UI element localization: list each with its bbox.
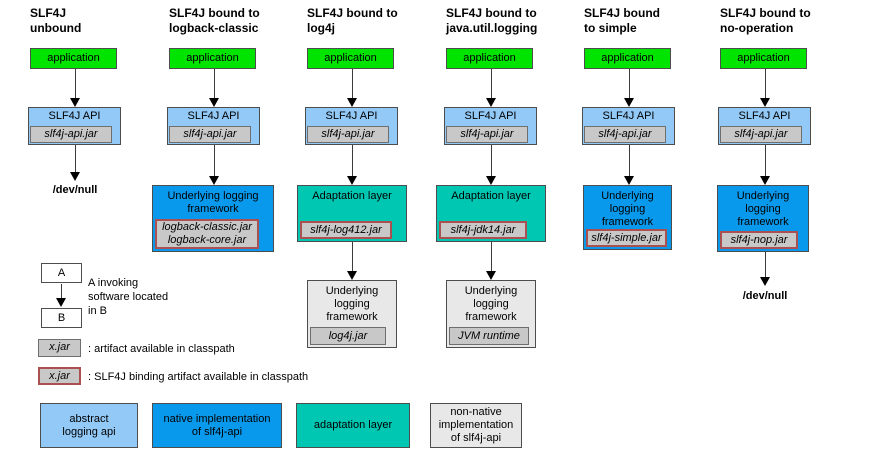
legend-box-b: B [41,308,82,328]
application-box: application [169,48,256,69]
slf4j-api-box: SLF4J API slf4j-api.jar [28,107,121,145]
slf4j-api-box: SLF4J API slf4j-api.jar [444,107,537,145]
arrow-down-icon [759,145,771,185]
key-adaptation-layer: adaptation layer [296,403,410,448]
underlying-framework-box: Underlying logging framework logback-cla… [152,185,274,252]
column-no-operation: SLF4J bound to no-operation application … [703,0,827,454]
slf4j-api-box: SLF4J API slf4j-api.jar [582,107,675,145]
arrow-down-icon [69,145,81,181]
adaptation-layer-box: Adaptation layer slf4j-log412.jar [297,185,407,242]
underlying-framework-box: Underlying logging framework slf4j-simpl… [583,185,672,250]
column-log4j: SLF4J bound to log4j application SLF4J A… [290,0,414,454]
api-label: SLF4J API [187,110,240,122]
column-title: SLF4J bound to java.util.logging [446,6,538,35]
arrow-down-icon [69,69,81,107]
adaptation-label: Adaptation layer [312,190,392,202]
underlying-framework-box: Underlying logging framework slf4j-nop.j… [717,185,809,252]
arrow-down-icon [346,69,358,107]
dev-null-label: /dev/null [742,290,788,302]
arrow-down-icon [485,69,497,107]
arrow-down-icon [759,252,771,286]
key-abstract-logging-api: abstract logging api [40,403,138,448]
arrow-down-icon [759,69,771,107]
framework-label: Underlying logging framework [325,285,379,323]
arrow-down-icon [346,145,358,185]
column-title: SLF4J bound to log4j [307,6,398,35]
underlying-framework-box: Underlying logging framework log4j.jar [307,280,397,348]
column-title: SLF4J bound to logback-classic [169,6,260,35]
framework-label: Underlying logging framework [601,190,654,228]
arrow-down-icon [623,145,635,185]
api-label: SLF4J API [738,110,791,122]
api-label: SLF4J API [602,110,655,122]
arrow-down-icon [346,242,358,280]
application-box: application [30,48,117,69]
slf4j-api-box: SLF4J API slf4j-api.jar [718,107,811,145]
legend-invoke-text: A invoking software located in B [88,277,169,317]
framework-label: Underlying logging framework [736,190,790,228]
jar-box: JVM runtime [449,327,529,345]
framework-label: Underlying logging framework [167,190,259,215]
column-logback-classic: SLF4J bound to logback-classic applicati… [152,0,276,454]
binding-jar-box: logback-classic.jar logback-core.jar [155,219,259,249]
column-title: SLF4J bound to simple [584,6,660,35]
column-title: SLF4J unbound [30,6,82,35]
arrow-down-icon [623,69,635,107]
column-title: SLF4J bound to no-operation [720,6,811,35]
api-jar-box: slf4j-api.jar [720,126,802,143]
binding-jar-box: slf4j-jdk14.jar [439,221,527,239]
key-non-native-implementation: non-native implementation of slf4j-api [430,403,522,448]
legend-artifact-text: : artifact available in classpath [88,343,235,355]
binding-jar-box: slf4j-simple.jar [586,229,667,247]
application-box: application [307,48,394,69]
legend-binding-jar-box: x.jar [38,367,81,385]
arrow-down-icon [485,242,497,280]
application-box: application [584,48,671,69]
dev-null-label: /dev/null [52,184,98,196]
api-label: SLF4J API [48,110,101,122]
api-label: SLF4J API [325,110,378,122]
slf4j-api-box: SLF4J API slf4j-api.jar [305,107,398,145]
legend-artifact-jar-box: x.jar [38,339,81,357]
api-jar-box: slf4j-api.jar [446,126,528,143]
api-label: SLF4J API [464,110,517,122]
api-jar-box: slf4j-api.jar [307,126,389,143]
arrow-down-icon [208,145,220,185]
legend-binding-text: : SLF4J binding artifact available in cl… [88,371,309,383]
key-native-implementation: native implementation of slf4j-api [152,403,282,448]
column-simple: SLF4J bound to simple application SLF4J … [567,0,691,454]
adaptation-layer-box: Adaptation layer slf4j-jdk14.jar [436,185,546,242]
arrow-down-icon [485,145,497,185]
arrow-down-icon [55,284,67,307]
slf4j-api-box: SLF4J API slf4j-api.jar [167,107,260,145]
framework-label: Underlying logging framework [464,285,518,323]
column-java-util-logging: SLF4J bound to java.util.logging applica… [429,0,553,454]
api-jar-box: slf4j-api.jar [584,126,666,143]
application-box: application [446,48,533,69]
adaptation-label: Adaptation layer [451,190,531,202]
binding-jar-box: slf4j-nop.jar [720,231,798,249]
api-jar-box: slf4j-api.jar [30,126,112,143]
binding-jar-box: slf4j-log412.jar [300,221,392,239]
underlying-framework-box: Underlying logging framework JVM runtime [446,280,536,348]
column-slf4j-unbound: SLF4J unbound application SLF4J API slf4… [13,0,137,454]
legend-box-a: A [41,263,82,283]
jar-box: log4j.jar [310,327,386,345]
api-jar-box: slf4j-api.jar [169,126,251,143]
arrow-down-icon [208,69,220,107]
application-box: application [720,48,807,69]
